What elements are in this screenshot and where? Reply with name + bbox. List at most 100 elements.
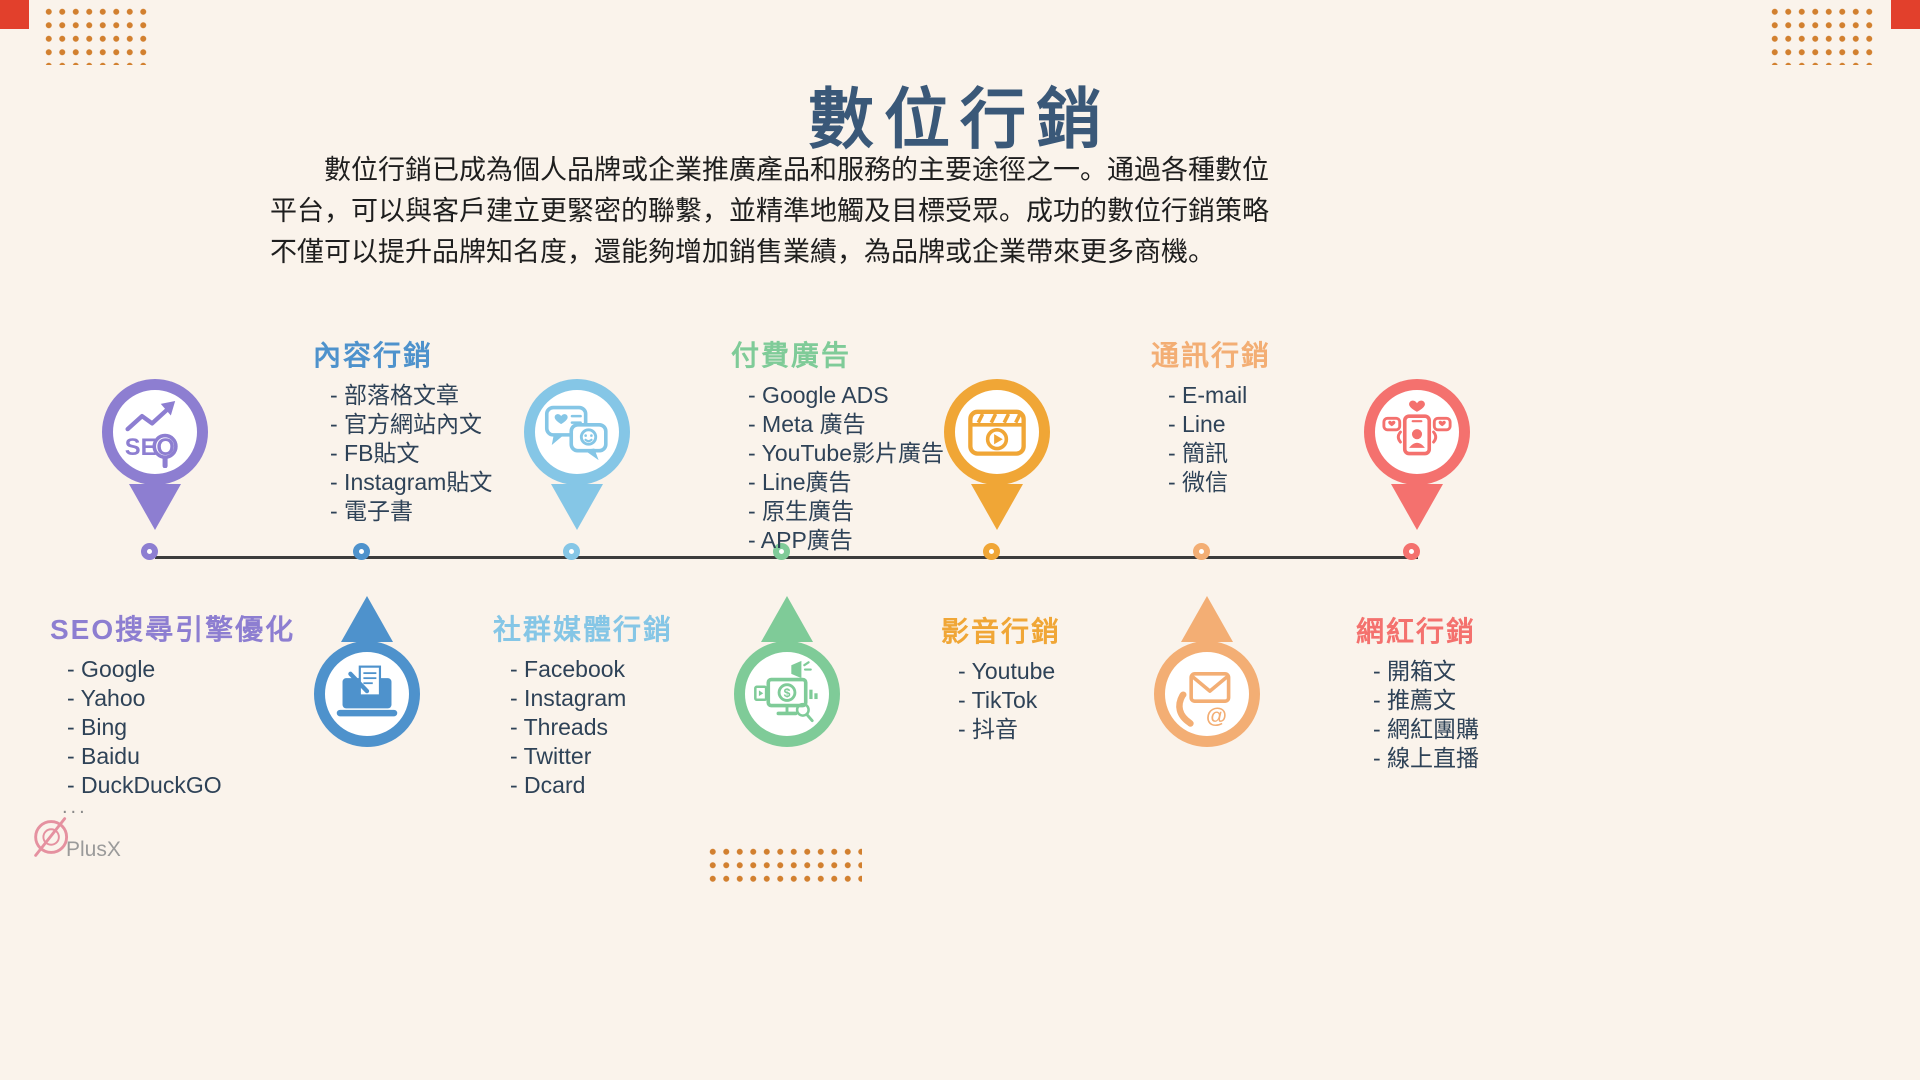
chat-bubbles-icon — [544, 405, 608, 461]
logo-text: PlusX — [66, 838, 121, 861]
category-list-item: - Instagram — [510, 685, 627, 711]
pin-paid: $ — [723, 596, 851, 758]
laptop-writing-icon — [336, 665, 398, 717]
logo-dots: ... — [62, 796, 88, 818]
category-list-item: - E-mail — [1168, 382, 1248, 408]
pin-tail — [761, 596, 813, 642]
category-list-item: - Line廣告 — [748, 469, 852, 495]
dot-grid-bottom-center — [706, 845, 862, 883]
pin-circle: @ — [1154, 641, 1260, 747]
category-list-item: - 部落格文章 — [330, 382, 460, 408]
category-social: 社群媒體行銷 - Facebook - Instagram - Threads - T… — [493, 608, 673, 800]
intro-line: 平台，可以與客戶建立更緊密的聯繫，並精準地觸及目標受眾。成功的數位行銷策略 — [270, 196, 1269, 226]
category-items: - 部落格文章 - 官方網站內文 - FB貼文 - Instagram貼文 - 電子書 — [313, 381, 492, 526]
timeline-node-seo — [141, 543, 158, 560]
category-list-item: - 推薦文 — [1373, 687, 1457, 713]
category-list-item: - FB貼文 — [330, 440, 420, 466]
category-list-item: - 網紅團購 — [1373, 716, 1480, 742]
category-items: - E-mail - Line - 簡訊 - 微信 — [1151, 381, 1271, 497]
timeline-node-messaging — [1193, 543, 1210, 560]
influencer-phone-icon — [1382, 400, 1452, 456]
category-video: 影音行銷 - Youtube - TikTok - 抖音 — [941, 610, 1061, 744]
pin-circle — [314, 641, 420, 747]
dollar-icon-text: $ — [784, 686, 791, 700]
category-title: 網紅行銷 — [1356, 616, 1477, 647]
category-list-item: - 開箱文 — [1373, 658, 1457, 684]
pin-seo: SEO — [91, 368, 219, 530]
category-seo: SEO搜尋引擎優化 - Google- Yahoo- Bing- Baidu- … — [50, 608, 295, 800]
category-list-item: - Bing — [67, 714, 128, 740]
category-list-item: - 電子書 — [330, 498, 414, 524]
category-list-item: - TikTok — [958, 687, 1038, 713]
category-title: 影音行銷 — [941, 616, 1062, 647]
category-list-item: - 微信 — [1168, 469, 1229, 495]
category-items: - Facebook - Instagram - Threads - Twitter -… — [493, 655, 673, 800]
category-messaging: 通訊行銷 - E-mail - Line - 簡訊 - 微信 — [1151, 334, 1271, 497]
category-list-item: - 抖音 — [958, 716, 1019, 742]
category-list-item: - DuckDuckGO — [67, 772, 222, 798]
category-paid: 付費廣告 - Google ADS- Meta 廣告- YouTube影片廣告-… — [731, 334, 944, 555]
timeline-node-paid — [773, 543, 790, 560]
category-list-item: - 簡訊 — [1168, 440, 1229, 466]
category-items: - Google - Yahoo - Bing - Baidu - DuckDuckGO — [50, 655, 295, 800]
category-list-item: - Meta 廣告 — [748, 411, 866, 437]
at-sign-icon-text: @ — [1206, 703, 1227, 728]
dot-grid-top-right — [1768, 5, 1878, 65]
pin-social — [513, 368, 641, 530]
category-title: 付費廣告 — [731, 340, 852, 371]
category-list-item: - APP廣告 — [748, 527, 853, 553]
pin-tail — [341, 596, 393, 642]
pin-circle — [1364, 379, 1470, 485]
category-items: - Google ADS- Meta 廣告- YouTube影片廣告- Line… — [731, 381, 944, 555]
clapperboard-icon — [968, 409, 1026, 456]
category-influencer: 網紅行銷 - 開箱文 - 推薦文 - 網紅團購 - 線上直播 — [1356, 610, 1479, 773]
category-title: 通訊行銷 — [1151, 340, 1272, 371]
dot-grid-top-left — [42, 5, 152, 65]
category-list-item: - Dcard — [510, 772, 586, 798]
category-list-item: - 官方網站內文 — [330, 411, 483, 437]
category-list-item: - Threads — [510, 714, 609, 740]
corner-square-top-right — [1891, 0, 1920, 29]
category-list-item: - Yahoo — [67, 685, 146, 711]
pin-circle — [524, 379, 630, 485]
pin-video — [933, 368, 1061, 530]
category-list-item: - YouTube影片廣告 — [748, 440, 945, 466]
timeline-node-content — [353, 543, 370, 560]
pin-tail — [1181, 596, 1233, 642]
category-title: 內容行銷 — [313, 340, 434, 371]
logo-mark-icon — [34, 817, 69, 857]
pin-tail — [971, 484, 1023, 530]
pin-tail — [129, 484, 181, 530]
category-list-item: - Facebook — [510, 656, 626, 682]
seo-icon: SEO — [125, 401, 178, 468]
category-list-item: - Youtube — [958, 658, 1056, 684]
category-list-item: - 線上直播 — [1373, 745, 1480, 771]
pin-content — [303, 596, 431, 758]
category-list-item: - Google — [67, 656, 156, 682]
pin-circle: $ — [734, 641, 840, 747]
category-list-item: - 原生廣告 — [748, 498, 855, 524]
pin-circle — [944, 379, 1050, 485]
category-content: 內容行銷 - 部落格文章- 官方網站內文- FB貼文- Instagram貼文-… — [313, 334, 492, 526]
envelope-phone-icon: @ — [1176, 672, 1231, 728]
category-list-item: - Line — [1168, 411, 1226, 437]
category-list-item: - Instagram貼文 — [330, 469, 493, 495]
intro-line: 不僅可以提升品牌知名度，還能夠增加銷售業績，為品牌或企業帶來更多商機。 — [270, 237, 1215, 267]
megaphone-monitor-icon: $ — [754, 660, 818, 723]
category-title: SEO搜尋引擎優化 — [50, 614, 296, 645]
timeline-node-influencer — [1403, 543, 1420, 560]
pin-messaging: @ — [1143, 596, 1271, 758]
page-title: 數位行銷 — [808, 84, 1112, 157]
category-title: 社群媒體行銷 — [493, 614, 674, 645]
category-list-item: - Baidu — [67, 743, 140, 769]
corner-square-top-left — [0, 0, 29, 29]
intro-line: 數位行銷已成為個人品牌或企業推廣產品和服務的主要途徑之一。通過各種數位 — [324, 155, 1269, 185]
intro-paragraph: 數位行銷已成為個人品牌或企業推廣產品和服務的主要途徑之一。通過各種數位 平台，可… — [270, 150, 1290, 273]
pin-tail — [551, 484, 603, 530]
pin-circle: SEO — [102, 379, 208, 485]
timeline-node-social — [563, 543, 580, 560]
plusx-logo: ... PlusX — [26, 796, 146, 880]
category-items: - Youtube - TikTok - 抖音 — [941, 657, 1061, 744]
category-list-item: - Twitter — [510, 743, 592, 769]
